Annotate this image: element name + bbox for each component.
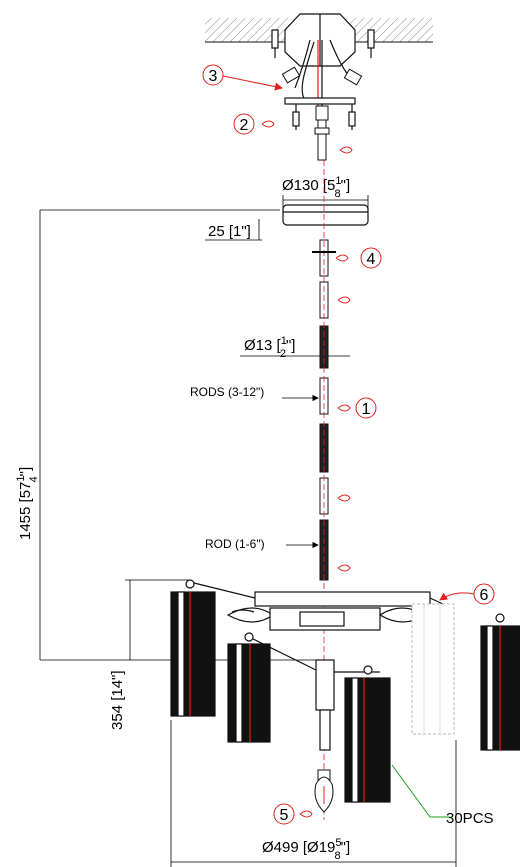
wire-connectors	[281, 66, 363, 86]
svg-text:30PCS: 30PCS	[446, 810, 494, 827]
callout-2: 2	[233, 113, 255, 135]
callout-6: 6	[439, 583, 495, 605]
callout-3: 3	[202, 64, 283, 91]
threaded-nipple	[314, 105, 330, 161]
svg-text:6: 6	[480, 587, 489, 604]
rods-long-note: RODS (3-12")	[190, 385, 319, 402]
callout-4: 4	[312, 247, 382, 269]
callout-5: 5	[273, 803, 295, 825]
quantity-note: 30PCS	[391, 764, 494, 827]
crystal-cylinder-ghost	[411, 603, 455, 735]
svg-text:5: 5	[280, 807, 289, 824]
svg-text:RODS (3-12"): RODS (3-12")	[190, 385, 264, 399]
crystal-cylinder-center	[344, 665, 391, 803]
dimension-canopy-height: 25 [1"]	[205, 219, 262, 241]
dimension-width	[170, 720, 457, 867]
svg-text:1: 1	[362, 401, 371, 418]
canopy	[282, 204, 369, 226]
rod-short-note: ROD (1-6")	[205, 537, 319, 551]
mounting-bracket	[284, 97, 356, 130]
junction-box	[271, 13, 375, 67]
rotation-arrows	[261, 120, 353, 818]
frame-arms	[189, 581, 446, 751]
crystal-cylinder-left-top	[170, 579, 216, 717]
total-height-label: 1455 [5714"]	[15, 467, 40, 540]
body-height-label: 354 [14"]	[109, 670, 126, 730]
svg-text:4: 4	[367, 251, 376, 268]
dimension-body-height	[125, 579, 190, 660]
canopy-height-label: 25 [1"]	[208, 223, 251, 240]
crystal-cylinder-left-bottom	[227, 632, 271, 743]
candle-bulb	[314, 769, 334, 813]
svg-text:2: 2	[240, 117, 249, 134]
svg-text:ROD (1-6"): ROD (1-6")	[205, 537, 265, 551]
crystal-cylinder-right	[480, 613, 520, 751]
callout-1: 1	[355, 397, 377, 419]
svg-text:3: 3	[209, 68, 218, 85]
